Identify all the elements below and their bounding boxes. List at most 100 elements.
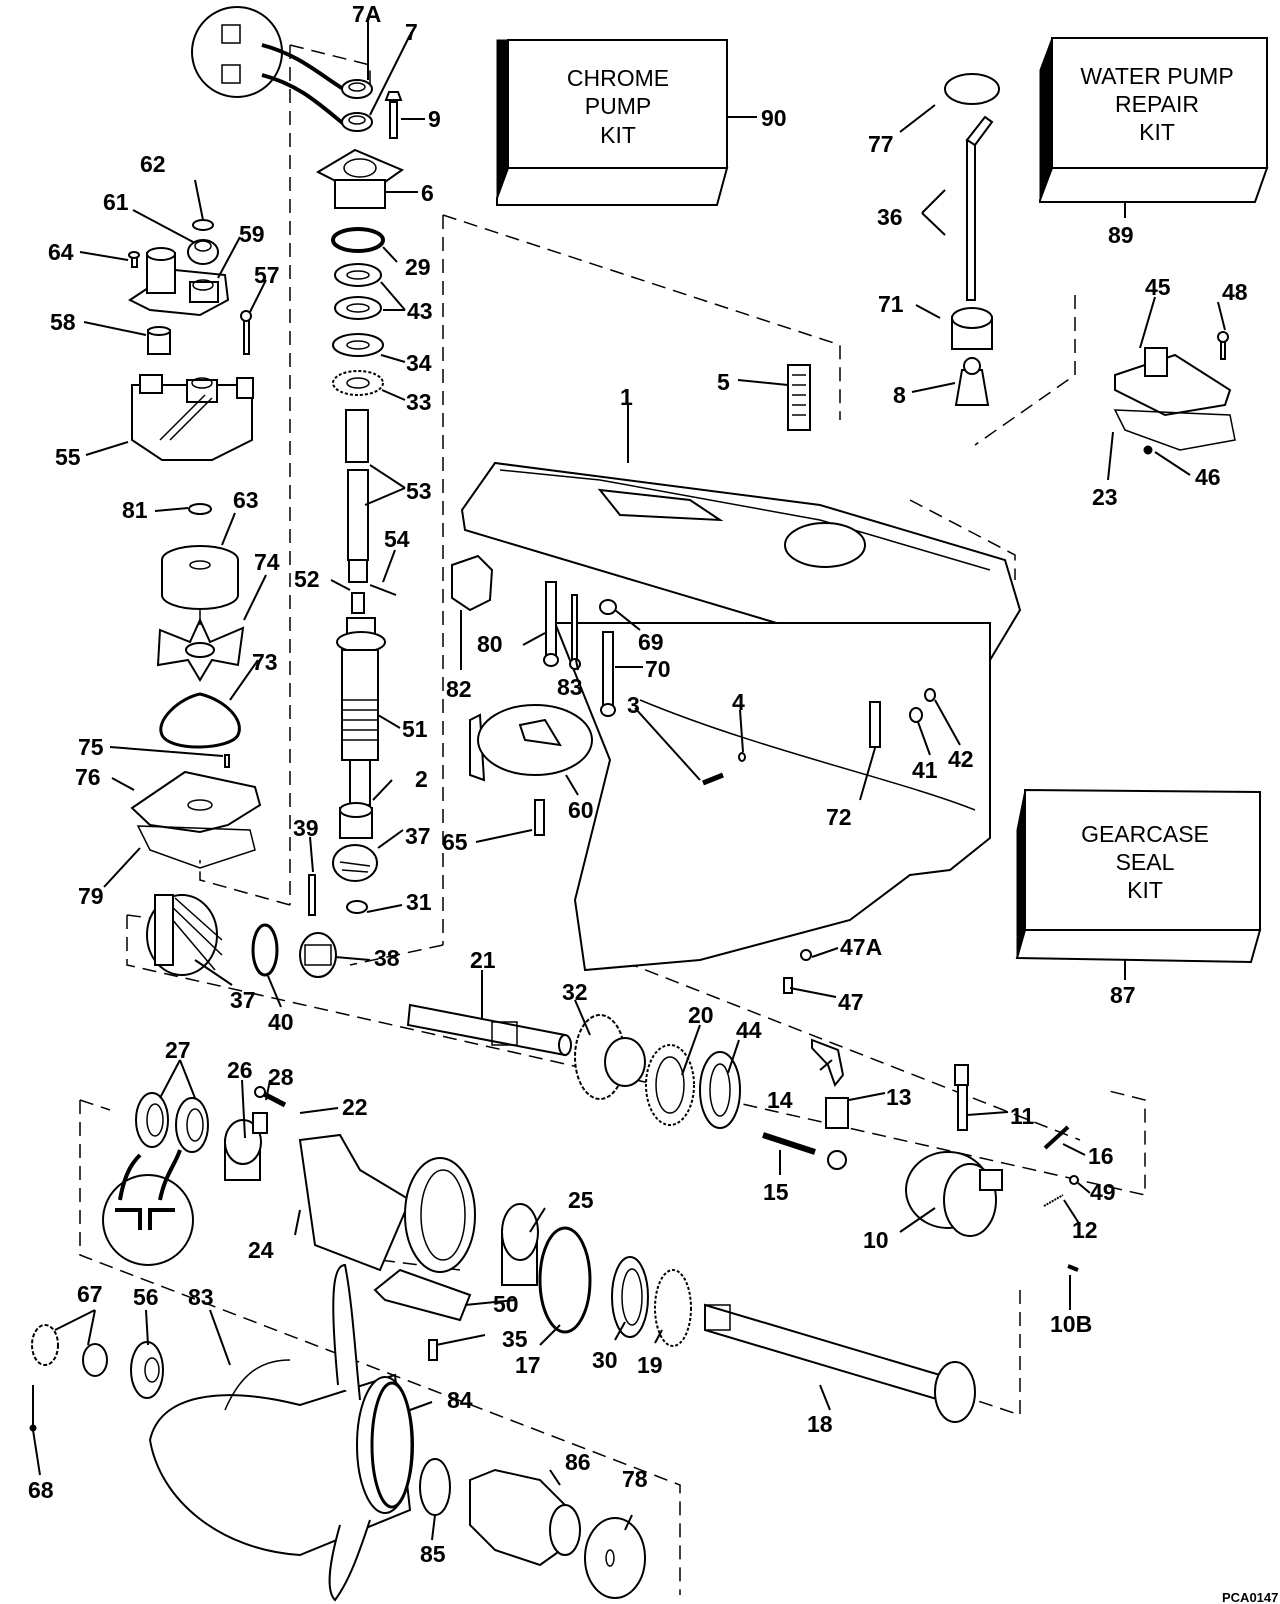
- bearing-25[interactable]: [501, 1203, 539, 1286]
- screw-47[interactable]: [783, 977, 793, 994]
- pump-cover-59[interactable]: [128, 247, 230, 317]
- callout-54[interactable]: 54: [384, 526, 410, 552]
- callout-36[interactable]: 36: [877, 204, 903, 230]
- shift-rod-11[interactable]: [954, 1064, 969, 1131]
- callout-23[interactable]: 23: [1092, 484, 1118, 510]
- pin-54[interactable]: [369, 584, 397, 596]
- callout-55[interactable]: 55: [55, 444, 81, 470]
- callout-65[interactable]: 65: [442, 829, 468, 855]
- plate-76[interactable]: [130, 770, 262, 834]
- callout-52[interactable]: 52: [294, 566, 320, 592]
- thrust-washer-30[interactable]: [611, 1256, 649, 1338]
- gearcase-housing-1[interactable]: [460, 461, 1022, 972]
- pin-75[interactable]: [224, 754, 230, 768]
- callout-87[interactable]: 87: [1110, 982, 1136, 1008]
- screw-83[interactable]: [569, 594, 581, 670]
- callout-11[interactable]: 11: [1010, 1103, 1035, 1129]
- callout-90[interactable]: 90: [761, 105, 787, 131]
- callout-12[interactable]: 12: [1072, 1217, 1098, 1243]
- callout-58[interactable]: 58: [50, 309, 76, 335]
- callout-83-screw[interactable]: 83: [557, 674, 583, 700]
- washer-78[interactable]: [584, 1517, 646, 1599]
- callout-83-propeller[interactable]: 83: [188, 1284, 214, 1310]
- nut-67-b[interactable]: [82, 1343, 108, 1377]
- grommet-71[interactable]: [951, 307, 993, 350]
- callout-5[interactable]: 5: [717, 369, 730, 395]
- callout-45[interactable]: 45: [1145, 274, 1171, 300]
- retainer-50[interactable]: [373, 1268, 472, 1322]
- o-ring-17[interactable]: [538, 1226, 592, 1334]
- callout-26[interactable]: 26: [227, 1057, 253, 1083]
- forward-gear-37[interactable]: [146, 894, 223, 976]
- vent-screw-47A[interactable]: [800, 949, 812, 961]
- screw-57[interactable]: [240, 310, 252, 355]
- spring-52[interactable]: [351, 592, 365, 614]
- callout-47[interactable]: 47: [838, 989, 864, 1015]
- housing-6[interactable]: [315, 148, 405, 209]
- pinion-gear-37[interactable]: [332, 844, 378, 882]
- propeller-shaft-21[interactable]: [406, 1003, 572, 1057]
- callout-63[interactable]: 63: [233, 487, 259, 513]
- cotter-pin-68[interactable]: [29, 1385, 37, 1432]
- screw-80[interactable]: [543, 581, 559, 667]
- screw-9[interactable]: [384, 91, 403, 139]
- bearing-carrier-24[interactable]: [298, 1133, 476, 1273]
- callout-69[interactable]: 69: [638, 629, 664, 655]
- washer-42[interactable]: [924, 688, 936, 702]
- nut-31[interactable]: [346, 900, 368, 914]
- callout-51[interactable]: 51: [402, 716, 428, 742]
- pin-15[interactable]: [762, 1132, 847, 1170]
- pin-39[interactable]: [308, 874, 316, 916]
- callout-77[interactable]: 77: [868, 131, 894, 157]
- callout-80[interactable]: 80: [477, 631, 503, 657]
- shifter-13[interactable]: [825, 1097, 849, 1129]
- callout-50[interactable]: 50: [493, 1291, 519, 1317]
- washer-69[interactable]: [599, 599, 617, 615]
- callout-68[interactable]: 68: [28, 1477, 54, 1503]
- callout-64[interactable]: 64: [48, 239, 74, 265]
- adapter-86[interactable]: [469, 1468, 581, 1567]
- callout-31[interactable]: 31: [406, 889, 432, 915]
- washer-43-b[interactable]: [334, 296, 382, 320]
- washer-4[interactable]: [738, 752, 746, 762]
- chrome-pump-kit[interactable]: CHROME PUMP KIT: [496, 39, 757, 206]
- screw-72[interactable]: [869, 701, 881, 748]
- callout-73[interactable]: 73: [252, 649, 278, 675]
- callout-20[interactable]: 20: [688, 1002, 714, 1028]
- callout-14[interactable]: 14: [767, 1087, 793, 1113]
- callout-59[interactable]: 59: [239, 221, 265, 247]
- callout-71[interactable]: 71: [878, 291, 904, 317]
- water-pump-repair-kit[interactable]: WATER PUMP REPAIR KIT: [1039, 37, 1269, 218]
- callout-33[interactable]: 33: [406, 389, 432, 415]
- callout-10[interactable]: 10: [863, 1227, 889, 1253]
- callout-28[interactable]: 28: [268, 1064, 294, 1090]
- o-ring-29[interactable]: [331, 227, 385, 253]
- callout-62[interactable]: 62: [140, 151, 166, 177]
- callout-89[interactable]: 89: [1108, 222, 1134, 248]
- spacer-85[interactable]: [419, 1458, 451, 1516]
- bushing-84[interactable]: [370, 1381, 414, 1509]
- callout-78[interactable]: 78: [622, 1466, 648, 1492]
- impeller-74[interactable]: [156, 610, 245, 682]
- pin-16[interactable]: [1043, 1125, 1070, 1150]
- callout-76[interactable]: 76: [75, 764, 101, 790]
- callout-13[interactable]: 13: [886, 1084, 912, 1110]
- washer-34[interactable]: [332, 333, 384, 357]
- oil-plug-82[interactable]: [451, 554, 494, 612]
- callout-81[interactable]: 81: [122, 497, 148, 523]
- callout-44[interactable]: 44: [736, 1017, 762, 1043]
- callout-7[interactable]: 7: [405, 19, 418, 45]
- callout-16[interactable]: 16: [1088, 1143, 1114, 1169]
- clip-22[interactable]: [252, 1112, 268, 1134]
- clutch-dog-38[interactable]: [299, 932, 337, 978]
- callout-40[interactable]: 40: [268, 1009, 294, 1035]
- seal-7A[interactable]: [341, 79, 373, 99]
- callout-79[interactable]: 79: [78, 883, 104, 909]
- callout-21[interactable]: 21: [470, 947, 496, 973]
- callout-37-pinion[interactable]: 37: [405, 823, 431, 849]
- callout-22[interactable]: 22: [342, 1094, 368, 1120]
- callout-47A[interactable]: 47A: [840, 934, 882, 960]
- callout-19[interactable]: 19: [637, 1352, 663, 1378]
- callout-2[interactable]: 2: [415, 766, 428, 792]
- seal-27-a[interactable]: [135, 1092, 169, 1148]
